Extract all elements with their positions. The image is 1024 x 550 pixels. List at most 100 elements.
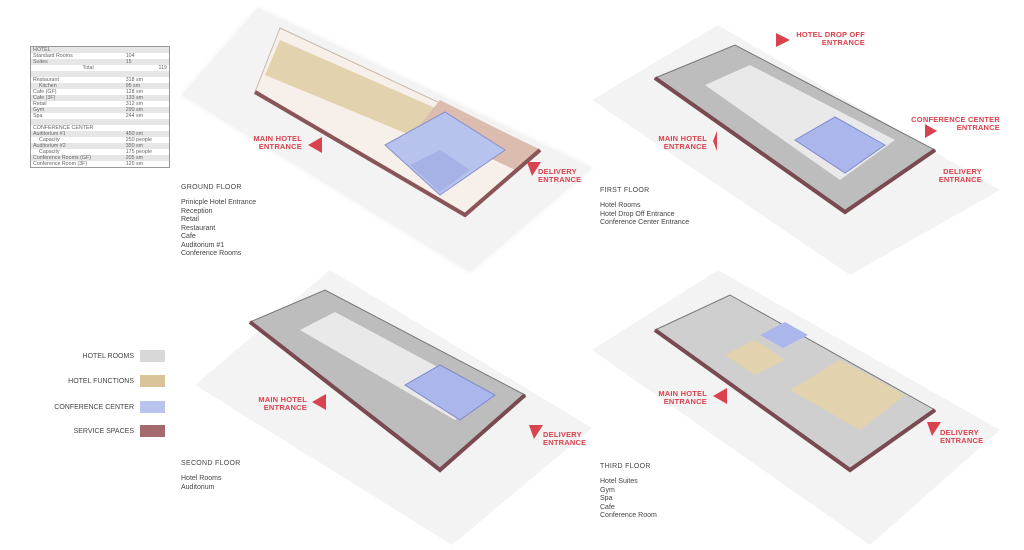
table-row	[30, 71, 170, 77]
program-item: Restaurant	[181, 224, 216, 232]
label-line: ENTRANCE	[263, 403, 307, 412]
label-line: DELIVERY	[538, 167, 577, 176]
row-value: 15	[123, 59, 170, 65]
row-value: 250 people	[125, 137, 152, 143]
auditorium-zone	[404, 364, 496, 421]
ground-floor-caption: GROUND FLOOR Prinicple Hotel Entrance Re…	[181, 184, 256, 259]
program-item: Conference Rooms	[181, 250, 242, 257]
label-line: MAIN HOTEL	[258, 395, 307, 404]
second-floor-caption: SECOND FLOOR Hotel Rooms Auditorium	[181, 460, 241, 492]
label-line: ENTRANCE	[663, 142, 707, 151]
entrance-arrow-icon	[927, 422, 941, 436]
table-row: Cafe (GF) 128 sm	[31, 89, 170, 95]
program-item: Auditorium	[181, 483, 215, 491]
table-row: Restaurant 318 sm	[31, 77, 170, 83]
row-value: 244 sm	[125, 113, 144, 119]
row-value: 290 sm	[123, 107, 170, 113]
legend-swatch-service-spaces	[140, 425, 165, 437]
facade-wall	[253, 90, 542, 218]
program-item: Prinicple Hotel Entrance	[181, 199, 257, 206]
label-line: ENTRANCE	[543, 438, 587, 447]
row-label: Auditorium #1	[30, 131, 124, 137]
third-floor-drawing	[592, 270, 1000, 545]
entrance-arrow-icon	[312, 394, 326, 410]
row-label: Restaurant	[33, 77, 59, 83]
facade-wall	[653, 76, 937, 215]
label-line: ENTRANCE	[663, 397, 707, 406]
spacer	[30, 119, 170, 125]
program-item: Hotel Drop Off Entrance	[600, 210, 675, 218]
ground-floor-drawing	[182, 8, 592, 272]
program-item: Spa	[600, 495, 613, 502]
legend-label: HOTEL FUNCTIONS	[68, 378, 134, 385]
floor-program-list: Hotel Suites Gym Spa Cafe Conference Roo…	[600, 478, 657, 521]
facade-wall	[653, 328, 937, 473]
label-line: ENTRANCE	[956, 123, 1000, 132]
row-value: 120 sm	[125, 161, 144, 167]
legend-swatch-hotel-functions	[140, 375, 165, 387]
row-label: Retail	[33, 101, 47, 107]
program-item: Reception	[181, 207, 213, 215]
legend-label: SERVICE SPACES	[73, 428, 134, 435]
section-header: CONFERENCE CENTER	[33, 125, 94, 131]
conference-zone	[410, 150, 470, 192]
hotel-functions-zone	[790, 360, 905, 430]
program-item: Hotel Rooms	[600, 202, 641, 209]
program-item: Retail	[181, 216, 199, 223]
label-line: DELIVERY	[940, 428, 979, 437]
floor-title: THIRD FLOOR	[600, 463, 651, 470]
floor-title: SECOND FLOOR	[181, 460, 241, 467]
label-line: MAIN HOTEL	[658, 134, 707, 143]
label-line: ENTRANCE	[258, 142, 302, 151]
table-row: CONFERENCE CENTER	[31, 125, 170, 131]
total-label: Total	[82, 65, 94, 71]
program-item: Hotel Suites	[600, 478, 638, 485]
label-line: DELIVERY	[543, 430, 582, 439]
label-line: ENTRANCE	[938, 175, 982, 184]
row-label: Cafe (GF)	[33, 89, 57, 95]
table-row: HOTEL	[30, 46, 170, 53]
row-value: 318 sm	[125, 77, 144, 83]
row-value: 205 sm	[123, 155, 170, 161]
row-value: 104	[125, 53, 135, 59]
row-label: Kitchen	[30, 83, 124, 89]
row-value: 128 sm	[125, 89, 144, 95]
row-label: Spa	[33, 113, 43, 119]
entrance-arrow-icon	[925, 124, 937, 138]
label-line: CONFERENCE CENTER	[911, 115, 1000, 124]
legend-swatch-conference-center	[140, 401, 165, 413]
table-row: Capacity 250 people	[31, 137, 170, 143]
first-floor-drawing	[592, 25, 1000, 275]
program-item: Cafe	[181, 233, 196, 240]
row-value: 312 sm	[125, 101, 144, 107]
row-label: Suites	[30, 59, 124, 65]
entrance-arrow-icon	[713, 388, 727, 404]
table-row: Conference Room (3F)120 sm	[31, 161, 170, 168]
label-line: ENTRANCE	[538, 175, 582, 184]
floor-title: GROUND FLOOR	[181, 184, 242, 191]
entrance-arrow-icon	[713, 131, 717, 151]
row-label: Capacity	[39, 137, 60, 143]
program-item: Gym	[600, 486, 615, 494]
program-item: Cafe	[600, 503, 615, 511]
hotel-functions-zone	[265, 40, 440, 135]
table-row: Conference Rooms (GF)205 sm	[30, 155, 170, 161]
program-item: Hotel Rooms	[181, 475, 222, 482]
auditorium-zone	[794, 116, 886, 174]
row-label: Cafe (3F)	[30, 95, 124, 101]
